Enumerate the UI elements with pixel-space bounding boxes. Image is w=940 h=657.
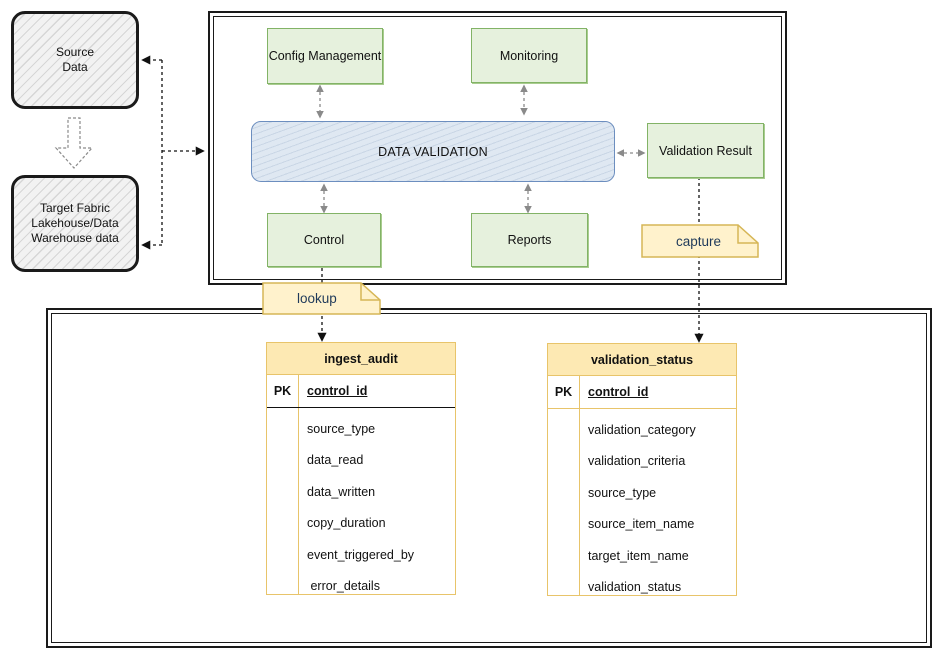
validation-status-table-title: validation_status bbox=[548, 344, 736, 376]
table-field: validation_category bbox=[588, 422, 696, 437]
target-line-1: Target Fabric bbox=[39, 201, 110, 215]
table-field: target_item_name bbox=[588, 548, 689, 563]
ingest-audit-pk-row: PK control_id bbox=[267, 375, 455, 408]
lookup-note-shape bbox=[262, 282, 381, 315]
database-frame bbox=[46, 308, 932, 648]
source-data-label: Source Data bbox=[56, 45, 94, 75]
source-target-connector bbox=[141, 55, 205, 250]
table-field: source_type bbox=[307, 421, 376, 436]
capture-note-shape bbox=[641, 224, 759, 258]
target-data-box[interactable]: Target Fabric Lakehouse/Data Warehouse d… bbox=[11, 175, 139, 272]
source-line-1: Source bbox=[55, 45, 95, 59]
ingest-audit-pk-field: control_id bbox=[307, 384, 368, 398]
validation-status-table[interactable]: validation_status PK control_id validati… bbox=[547, 343, 737, 596]
table-field: data_written bbox=[307, 484, 376, 499]
table-field: event_triggered_by bbox=[307, 547, 415, 562]
source-to-target-arrow bbox=[54, 117, 94, 169]
table-field: validation_criteria bbox=[588, 454, 686, 469]
capture-note: capture bbox=[642, 225, 758, 257]
table-field: error_details bbox=[307, 579, 380, 594]
source-line-2: Data bbox=[62, 60, 88, 74]
lookup-note: lookup bbox=[263, 283, 380, 314]
config-management-box[interactable]: Config Management bbox=[267, 28, 383, 84]
lookup-label: lookup bbox=[297, 291, 337, 306]
table-field: source_type bbox=[588, 485, 657, 500]
reports-label: Reports bbox=[507, 233, 552, 247]
ingest-audit-table-title: ingest_audit bbox=[267, 343, 455, 375]
table-field: source_item_name bbox=[588, 517, 695, 532]
ingest-audit-pk-label: PK bbox=[267, 375, 299, 407]
ingest-audit-table[interactable]: ingest_audit PK control_id source_type d… bbox=[266, 342, 456, 595]
data-validation-label: DATA VALIDATION bbox=[378, 144, 488, 159]
reports-box[interactable]: Reports bbox=[471, 213, 588, 267]
target-line-3: Warehouse data bbox=[31, 231, 119, 245]
validation-status-pk-label: PK bbox=[548, 376, 580, 408]
control-label: Control bbox=[303, 233, 345, 247]
validation-result-label: Validation Result bbox=[659, 143, 752, 158]
config-management-label: Config Management bbox=[268, 49, 382, 63]
validation-status-pk-field: control_id bbox=[588, 385, 649, 399]
validation-status-pk-row: PK control_id bbox=[548, 376, 736, 409]
data-validation-box[interactable]: DATA VALIDATION bbox=[251, 121, 615, 182]
source-data-box[interactable]: Source Data bbox=[11, 11, 139, 109]
control-box[interactable]: Control bbox=[267, 213, 381, 267]
validation-result-box[interactable]: Validation Result bbox=[647, 123, 764, 178]
validation-framework-frame bbox=[208, 11, 787, 285]
table-field: validation_status bbox=[588, 580, 682, 595]
target-data-label: Target Fabric Lakehouse/Data Warehouse d… bbox=[31, 201, 119, 246]
table-field: copy_duration bbox=[307, 516, 386, 531]
capture-label: capture bbox=[676, 233, 722, 249]
target-line-2: Lakehouse/Data bbox=[31, 216, 119, 230]
monitoring-box[interactable]: Monitoring bbox=[471, 28, 587, 83]
monitoring-label: Monitoring bbox=[499, 48, 559, 63]
table-field: data_read bbox=[307, 453, 364, 468]
